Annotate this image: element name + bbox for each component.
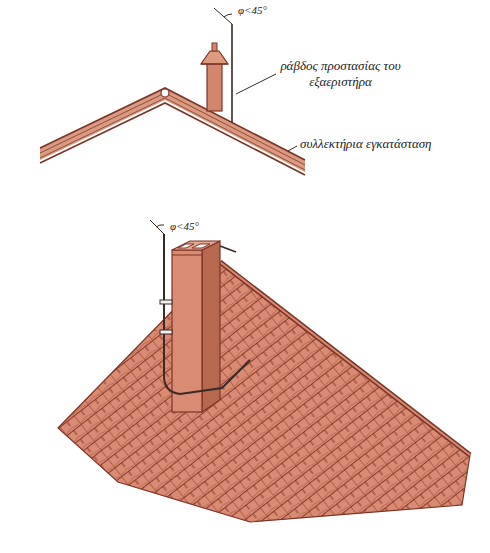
roof-line (40, 98, 305, 170)
angle-label: φ<45° (170, 220, 199, 233)
protection-rod (214, 8, 232, 122)
chimney-rod (150, 220, 250, 394)
roof-line (40, 103, 305, 175)
chimney (172, 241, 220, 412)
angle-label: φ<45° (238, 4, 267, 17)
part-label: συλλεκτήρια εγκατάσταση (300, 136, 432, 152)
tiled-roof (58, 262, 470, 522)
roof-section (40, 88, 305, 175)
part-label: ράβδος προστασίας του εξαεριστήρα (278, 58, 403, 89)
ridge-conductor (161, 89, 169, 97)
leader-line (288, 146, 297, 151)
roof-fill (40, 88, 305, 172)
leader-line (236, 74, 276, 94)
vent-pipe (201, 43, 228, 111)
